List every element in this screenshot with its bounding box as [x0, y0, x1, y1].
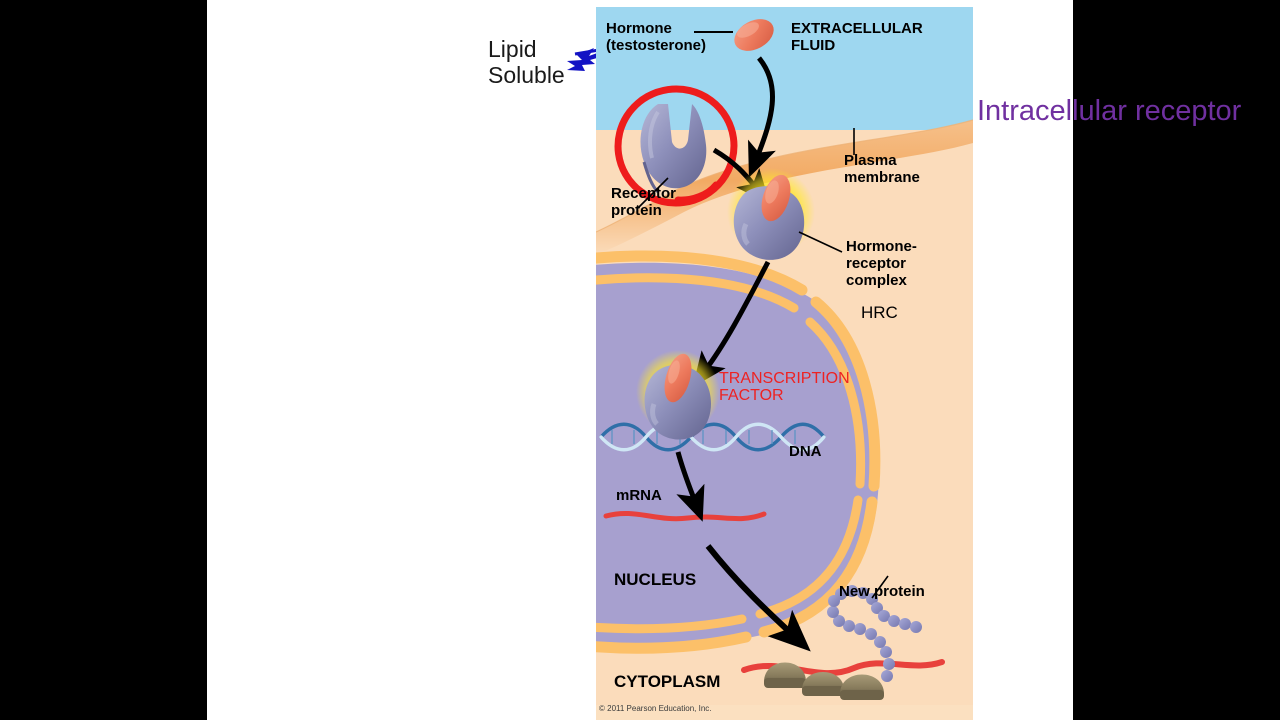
label-new-protein: New protein: [839, 583, 925, 600]
label-dna: DNA: [789, 443, 822, 460]
cell-signaling-diagram: Hormone (testosterone) EXTRACELLULAR FLU…: [596, 0, 973, 720]
diagram-graphics: [596, 0, 973, 705]
label-receptor-protein: Receptor protein: [611, 185, 677, 219]
free-hormone-graphic: [734, 19, 774, 51]
lipid-soluble-annotation: Lipid Soluble: [488, 36, 565, 88]
label-hormone-receptor-complex: Hormone- receptor complex: [846, 238, 917, 289]
hormone-receptor-complex-graphic: [727, 168, 815, 260]
intracellular-receptor-annotation: Intracellular receptor: [977, 95, 1242, 127]
label-mrna: mRNA: [616, 487, 662, 504]
slide-canvas: Lipid Soluble Intracellular receptor: [207, 0, 1241, 720]
copyright-notice: © 2011 Pearson Education, Inc.: [599, 704, 712, 713]
label-plasma-membrane: Plasma membrane: [844, 152, 920, 186]
transcription-factor-graphic: [636, 350, 720, 440]
ribosomes-graphic: [764, 662, 884, 700]
arrow-mrna-to-ribosome: [705, 544, 811, 652]
arrow-hrc-into-nucleus: [692, 260, 771, 388]
label-transcription-factor: TRANSCRIPTION FACTOR: [719, 370, 850, 404]
arrow-hormone-enters-cell: [748, 56, 776, 178]
dna-helix-graphic: [599, 422, 826, 452]
label-hrc-abbrev: HRC: [861, 303, 898, 322]
label-nucleus: NUCLEUS: [614, 570, 697, 589]
arrow-transcription: [675, 451, 705, 522]
label-cytoplasm: CYTOPLASM: [614, 672, 721, 691]
label-extracellular-fluid: EXTRACELLULAR FLUID: [791, 20, 923, 54]
label-hormone: Hormone (testosterone): [606, 20, 707, 54]
new-protein-graphic: [827, 585, 922, 682]
